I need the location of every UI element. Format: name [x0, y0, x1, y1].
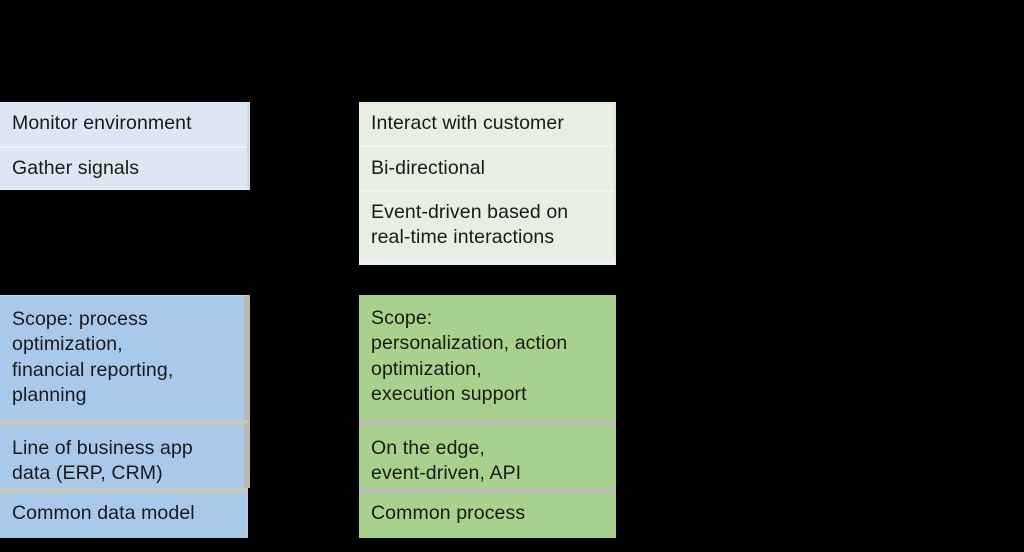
scope-green-panel-row-1-text: On the edge, event-driven, API: [371, 437, 522, 485]
scope-blue-panel-row-2-text: Common data model: [12, 502, 195, 524]
monitor-panel-row-1: Gather signals: [0, 146, 247, 189]
scope-blue-panel-row-0-text: Scope: process optimization, financial r…: [12, 308, 174, 407]
interact-panel-row-2: Event-driven based on real-time interact…: [359, 192, 614, 257]
interact-panel-row-1: Bi-directional: [359, 147, 614, 192]
scope-blue-panel: Scope: process optimization, financial r…: [0, 295, 256, 543]
interact-panel-row-1-text: Bi-directional: [371, 156, 486, 179]
monitor-panel-row-0: Monitor environment: [0, 102, 247, 146]
scope-green-panel-row-0-text: Scope: personalization, action optimizat…: [371, 307, 568, 406]
scope-green-panel-row-0: Scope: personalization, action optimizat…: [359, 295, 616, 420]
interact-panel-row-0-text: Interact with customer: [371, 111, 564, 134]
interact-panel: Interact with customer Bi-directional Ev…: [359, 102, 616, 265]
scope-green-panel-row-2-text: Common process: [371, 502, 526, 524]
scope-blue-panel-row-2: Common data model: [0, 488, 248, 538]
scope-blue-panel-row-1: Line of business app data (ERP, CRM): [0, 420, 250, 488]
scope-blue-panel-row-1-text: Line of business app data (ERP, CRM): [12, 437, 193, 485]
monitor-panel: Monitor environment Gather signals: [0, 102, 250, 189]
scope-blue-panel-row-0: Scope: process optimization, financial r…: [0, 295, 250, 420]
monitor-panel-row-0-text: Monitor environment: [12, 112, 192, 135]
scope-green-panel: Scope: personalization, action optimizat…: [359, 295, 616, 543]
scope-green-panel-row-1: On the edge, event-driven, API: [359, 420, 616, 488]
scope-green-panel-row-2: Common process: [359, 488, 616, 538]
interact-panel-row-0: Interact with customer: [359, 102, 614, 147]
interact-panel-row-2-text: Event-driven based on real-time interact…: [371, 201, 569, 249]
monitor-panel-row-1-text: Gather signals: [12, 156, 140, 179]
